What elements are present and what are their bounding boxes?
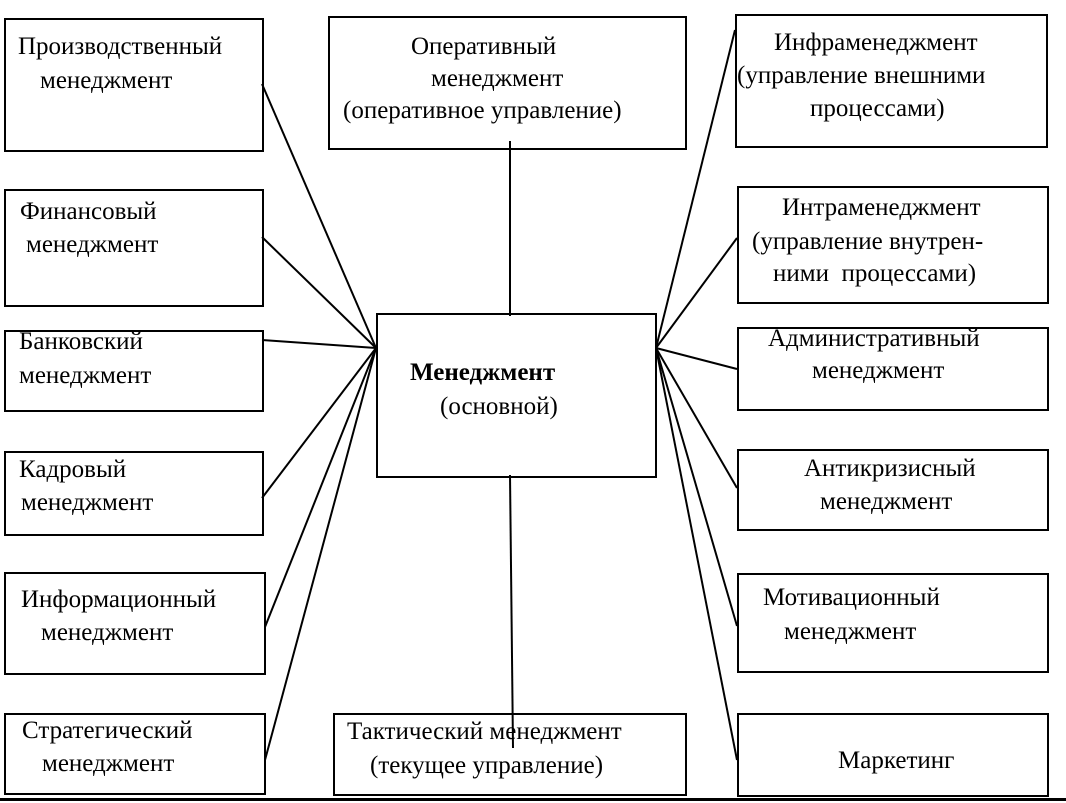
production-box bbox=[4, 18, 264, 152]
center-title: Менеджмент bbox=[410, 359, 556, 386]
operative-box bbox=[328, 16, 687, 150]
strategic-line2: менеджмент bbox=[42, 750, 175, 777]
link-intra bbox=[655, 237, 738, 349]
bottom-rule bbox=[0, 798, 1066, 801]
finance-line1: Финансовый bbox=[20, 198, 157, 225]
anticrisis-line1: Антикризисный bbox=[804, 455, 976, 482]
finance-line2: менеджмент bbox=[26, 231, 159, 258]
information-line1: Информационный bbox=[21, 586, 217, 613]
link-production bbox=[261, 83, 377, 349]
anticrisis-box bbox=[737, 449, 1049, 531]
infra-box bbox=[735, 14, 1048, 148]
motivation-line2: менеджмент bbox=[784, 618, 917, 645]
motivation-line1: Мотивационный bbox=[763, 584, 940, 611]
intra-line3: ними процессами) bbox=[773, 260, 977, 287]
link-banking bbox=[261, 339, 377, 349]
center-subtitle: (основной) bbox=[440, 393, 558, 420]
marketing-label: Маркетинг bbox=[838, 747, 955, 774]
banking-box bbox=[4, 330, 264, 412]
link-strategic bbox=[264, 347, 377, 761]
strategic-line1: Стратегический bbox=[22, 717, 193, 744]
infra-line2: (управление внешними bbox=[737, 62, 986, 89]
tactical-line1: Тактический менеджмент bbox=[347, 718, 622, 745]
hr-box bbox=[4, 451, 264, 536]
operative-line2: менеджмент bbox=[431, 65, 564, 92]
link-anticrisis bbox=[655, 347, 738, 489]
hr-line2: менеджмент bbox=[21, 489, 154, 516]
intra-line2: (управление внутрен- bbox=[752, 228, 984, 255]
intra-line1: Интраменеджмент bbox=[782, 194, 981, 221]
admin-line2: менеджмент bbox=[812, 357, 945, 384]
tactical-box bbox=[333, 713, 687, 796]
tactical-line2: (текущее управление) bbox=[370, 752, 604, 779]
admin-box bbox=[737, 327, 1049, 411]
information-line2: менеджмент bbox=[41, 619, 174, 646]
link-motivation bbox=[655, 347, 738, 627]
operative-line1: Оперативный bbox=[411, 33, 557, 60]
link-information bbox=[264, 347, 377, 628]
banking-line1: Банковский bbox=[19, 328, 143, 355]
link-infra bbox=[655, 29, 736, 349]
production-line1: Производственный bbox=[18, 33, 223, 60]
link-hr bbox=[261, 347, 377, 499]
anticrisis-line2: менеджмент bbox=[820, 488, 953, 515]
link-finance bbox=[261, 236, 377, 349]
banking-line2: менеджмент bbox=[19, 362, 152, 389]
intra-box bbox=[737, 186, 1049, 304]
link-marketing bbox=[655, 347, 738, 761]
link-admin bbox=[655, 347, 738, 370]
finance-box bbox=[4, 189, 264, 307]
operative-line3: (оперативное управление) bbox=[343, 97, 622, 124]
production-line2: менеджмент bbox=[40, 67, 173, 94]
marketing-box bbox=[737, 713, 1049, 797]
strategic-box bbox=[4, 713, 266, 795]
infra-line3: процессами) bbox=[810, 95, 945, 122]
hr-line1: Кадровый bbox=[19, 456, 127, 483]
admin-line1: Административный bbox=[768, 325, 980, 352]
link-tactical bbox=[509, 474, 514, 749]
motivation-box bbox=[737, 573, 1049, 673]
infra-line1: Инфраменеджмент bbox=[774, 29, 978, 56]
center-box bbox=[376, 313, 657, 478]
information-box bbox=[4, 572, 266, 675]
